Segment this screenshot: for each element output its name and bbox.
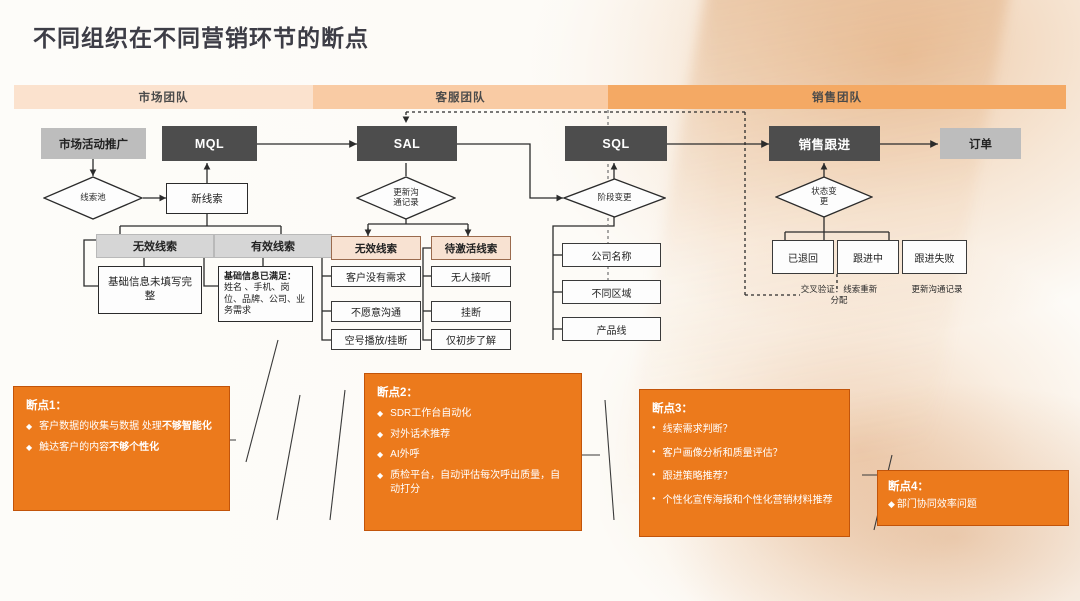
node-market-activity[interactable]: 市场活动推广 [41, 128, 146, 159]
node-status-item-1[interactable]: 跟进中 [837, 240, 899, 274]
band-label: 市场团队 [138, 92, 189, 104]
band-service-team: 客服团队 [313, 85, 608, 109]
list-item: ◆ AI外呼 [377, 449, 420, 460]
band-label: 销售团队 [812, 92, 862, 104]
node-valid-lead[interactable]: 有效线索 [214, 234, 332, 258]
list-item: ◆ 部门协同效率问题 [888, 499, 977, 510]
diamond-bullet-icon: ◆ [377, 429, 384, 439]
node-sql-item-1[interactable]: 不同区域 [562, 280, 661, 304]
node-status-item-0[interactable]: 已退回 [772, 240, 834, 274]
page-title: 不同组织在不同营销环节的断点 [33, 25, 369, 51]
callout-heading: 断点2： [377, 387, 418, 399]
detail-valid-body: 姓名 、手机、岗位、品牌、公司、业务需求 [224, 282, 306, 315]
list-item: ◆ 触达客户的内容不够个性化 [26, 441, 160, 453]
band-market-team: 市场团队 [14, 85, 313, 109]
callout-list: ◆ SDR工作台自动化 ◆ 对外话术推荐 ◆ AI外呼 ◆ 质检平台，自动评估每… [377, 407, 569, 498]
label-cross-validate: 交叉验证：线索重新分配 [800, 284, 878, 306]
band-label: 客服团队 [435, 92, 486, 104]
callout-break-1: 断点1： ◆ 客户数据的收集与数据 处理不够智能化 ◆ 触达客户的内容不够个性化 [13, 386, 230, 511]
band-sales-team: 销售团队 [608, 85, 1066, 109]
list-item: ● 客户画像分析和质量评估？ [652, 447, 783, 459]
decision-update-record[interactable]: 更新沟通记录 [356, 176, 456, 220]
callout-list: ● 线索需求判断？ ● 客户画像分析和质量评估？ ● 跟进策略推荐？ ● 个性化… [652, 423, 837, 508]
diamond-bullet-icon: ◆ [888, 499, 895, 509]
diamond-bullet-icon: ◆ [26, 442, 33, 452]
node-order[interactable]: 订单 [940, 128, 1021, 159]
list-item: ● 个性化宣传海报和个性化营销材料推荐 [652, 494, 833, 506]
node-invalid-lead[interactable]: 无效线索 [96, 234, 214, 258]
list-item: ◆ 客户数据的收集与数据 处理不够智能化 [26, 421, 212, 432]
list-item: ◆ 质检平台，自动评估每次呼出质量，自动打分 [377, 469, 561, 496]
callout-break-2: 断点2： ◆ SDR工作台自动化 ◆ 对外话术推荐 ◆ AI外呼 ◆ 质检平台，… [364, 373, 582, 531]
callout-heading: 断点3： [652, 403, 693, 415]
node-mql[interactable]: MQL [162, 126, 257, 161]
node-sal-invalid-lead[interactable]: 无效线索 [331, 236, 421, 260]
node-sal[interactable]: SAL [357, 126, 457, 161]
node-sal-reactivate-item-0[interactable]: 无人接听 [431, 266, 511, 287]
decision-status-change[interactable]: 状态变更 [775, 176, 873, 218]
node-sal-invalid-item-1[interactable]: 不愿意沟通 [331, 301, 421, 322]
list-item: ◆ 对外话术推荐 [377, 428, 451, 440]
callout-break-3: 断点3： ● 线索需求判断？ ● 客户画像分析和质量评估？ ● 跟进策略推荐？ … [639, 389, 850, 537]
node-sql-item-0[interactable]: 公司名称 [562, 243, 661, 267]
callout-list: ◆ 客户数据的收集与数据 处理不够智能化 ◆ 触达客户的内容不够个性化 [26, 420, 217, 455]
detail-valid-title: 基础信息已满足： [224, 271, 297, 281]
node-sal-invalid-item-2[interactable]: 空号播放/挂断 [331, 329, 421, 350]
callout-break-4: 断点4： ◆ 部门协同效率问题 [877, 470, 1069, 526]
node-sal-reactivate-item-1[interactable]: 挂断 [431, 301, 511, 322]
dot-bullet-icon: ● [652, 495, 656, 502]
dot-bullet-icon: ● [652, 425, 656, 431]
list-item: ● 跟进策略推荐？ [652, 471, 733, 482]
node-sal-invalid-item-0[interactable]: 客户没有需求 [331, 266, 421, 287]
detail-invalid-lead: 基础信息未填写完整 [98, 266, 202, 314]
decision-lead-pool[interactable]: 线索池 [43, 176, 143, 220]
node-sal-reactivate-lead[interactable]: 待激活线索 [431, 236, 511, 260]
diamond-bullet-icon: ◆ [377, 450, 384, 459]
diamond-bullet-icon: ◆ [377, 409, 384, 418]
node-new-lead[interactable]: 新线索 [166, 183, 248, 214]
node-status-item-2[interactable]: 跟进失败 [902, 240, 967, 274]
dot-bullet-icon: ● [652, 472, 656, 478]
callout-heading: 断点1： [26, 400, 67, 412]
node-sal-reactivate-item-2[interactable]: 仅初步了解 [431, 329, 511, 350]
node-sql[interactable]: SQL [565, 126, 667, 161]
diamond-bullet-icon: ◆ [26, 422, 33, 431]
node-sql-item-2[interactable]: 产品线 [562, 317, 661, 341]
callout-heading: 断点4： [888, 481, 929, 493]
label-update-record-2: 更新沟通记录 [911, 284, 963, 294]
diamond-bullet-icon: ◆ [377, 470, 384, 480]
list-item: ● 线索需求判断？ [652, 424, 733, 435]
decision-stage-change[interactable]: 阶段变更 [563, 178, 666, 218]
dot-bullet-icon: ● [652, 448, 656, 455]
callout-list: ◆ 部门协同效率问题 [888, 498, 1058, 513]
list-item: ◆ SDR工作台自动化 [377, 408, 472, 419]
node-sales-follow[interactable]: 销售跟进 [769, 126, 880, 161]
detail-valid-lead: 基础信息已满足： 姓名 、手机、岗位、品牌、公司、业务需求 [218, 266, 313, 322]
